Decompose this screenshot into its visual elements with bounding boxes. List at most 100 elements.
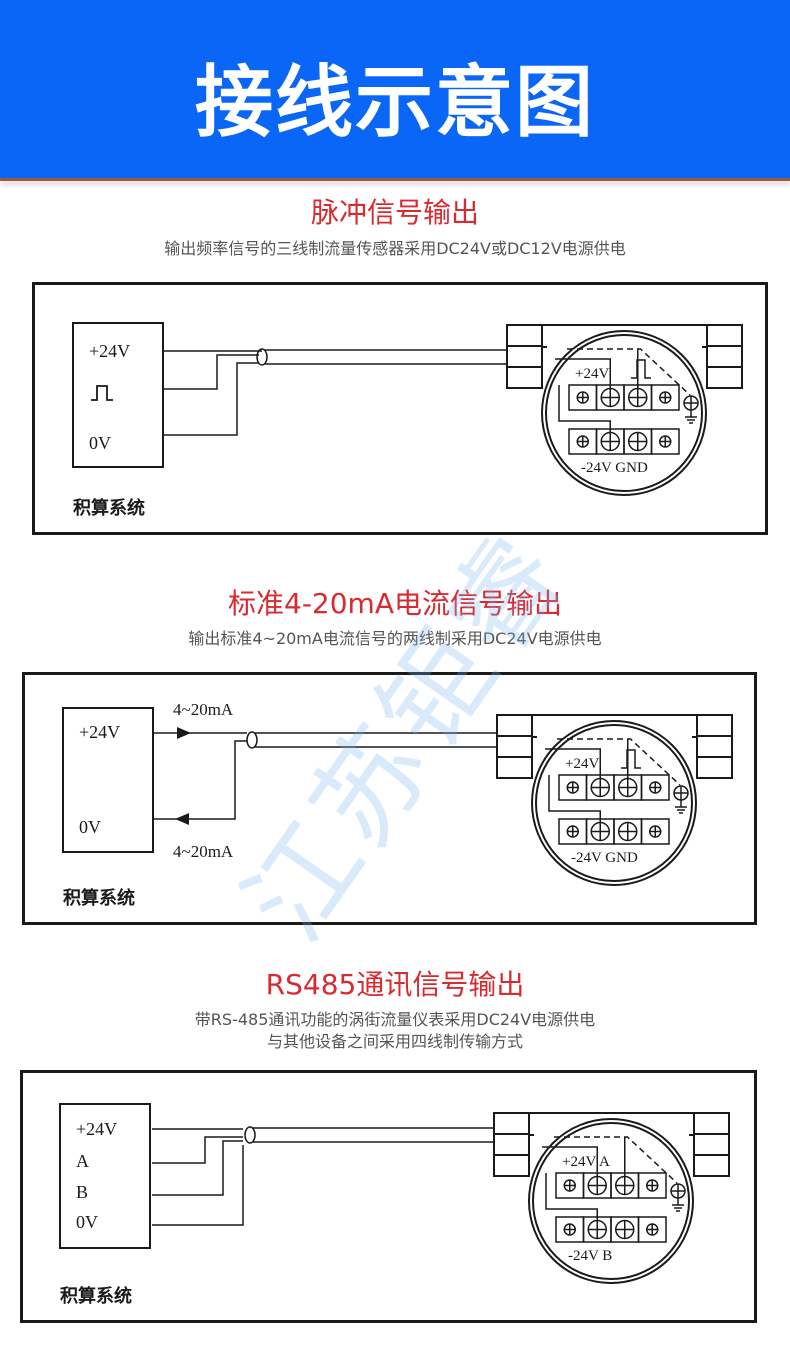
section-subtitle-pulse: 输出频率信号的三线制流量传感器采用DC24V或DC12V电源供电 [164,239,626,258]
internal-wire [545,748,601,787]
left-flange-icon [493,1112,530,1135]
ground-icon [674,786,688,814]
screw-cross [659,392,671,403]
system-name-label: 积算系统 [73,497,145,518]
right-flange-icon [696,735,733,758]
arrow-right-icon [177,727,191,739]
section-title-pulse: 脉冲信号输出 [310,196,479,229]
system-terminal-label: +24V [76,1119,117,1139]
internal-wire [558,385,611,441]
right-flange-icon [706,366,743,389]
system-terminal-label: 0V [89,433,111,453]
right-flange-icon [706,345,743,368]
flowmeter-sensor: +24V -24V GND [496,714,733,886]
right-flange-icon [706,324,743,347]
section-subtitle-rs485-line2: 与其他设备之间采用四线制传输方式 [266,1032,523,1051]
system-terminal-label: 0V [79,817,101,837]
screw-cross [577,436,589,447]
header-divider [0,178,790,181]
internal-wire [555,358,611,397]
left-flange-icon [496,714,533,737]
screw-cross [649,782,661,793]
signal-cable [255,732,497,748]
terminal-bottom [640,818,670,845]
section-subtitle-rs485-line1: 带RS-485通讯功能的涡街流量仪表采用DC24V电源供电 [194,1010,596,1029]
screw-cross [615,1220,634,1239]
ground-icon [671,1184,685,1212]
shield-dashed-wire [557,738,681,786]
junction-box-inner [535,724,693,882]
system-terminal-label: 0V [76,1212,98,1232]
section-title-rs485: RS485通讯信号输出 [265,968,525,1001]
section-title-current: 标准4-20mA电流信号输出 [228,587,562,620]
integrating-system-box [62,707,154,853]
sensor-bottom-label: -24V GND [571,850,638,866]
left-flange-icon [493,1154,530,1177]
ground-icon [684,396,698,424]
diagram-svg: +24V 0V 积算系统 +24V -24V GND [72,322,743,518]
wire-label-bottom: 4~20mA [173,842,234,861]
shield-dashed-wire [567,348,691,396]
sensor-top-label: +24V [575,366,609,382]
cable-shield-icon [244,1126,256,1144]
signal-cable [265,349,507,365]
flowmeter-sensor: +24V -24V GND [506,324,743,496]
junction-box-inner [545,334,703,492]
terminal-top [650,384,680,411]
integrating-system-box [72,322,164,468]
terminal-bottom [650,428,680,455]
screw-cross [567,782,579,793]
integrating-system-box [59,1103,151,1249]
section-subtitle-current: 输出标准4~20mA电流信号的两线制采用DC24V电源供电 [188,629,602,648]
terminal-bottom [637,1216,667,1243]
left-flange-icon [493,1133,530,1156]
right-flange-icon [693,1112,730,1135]
system-terminal-label: +24V [89,341,130,361]
screw-cross [649,826,661,837]
sensor-bottom-label: -24V GND [581,460,648,476]
junction-box-inner [532,1122,690,1280]
pulse-wiring-diagram: +24V 0V 积算系统 +24V -24V GND [32,282,768,535]
screw-cross [567,826,579,837]
wires [163,350,262,436]
internal-wire [548,775,601,831]
sensor-top-label: +24V [565,756,599,772]
sensor-bottom-label: -24V B [568,1248,612,1264]
right-flange-icon [696,714,733,737]
wire-label-top: 4~20mA [173,700,234,719]
right-flange-icon [693,1133,730,1156]
left-flange-icon [496,735,533,758]
flowmeter-sensor: +24V A -24V B [493,1112,730,1284]
signal-cable [253,1127,494,1143]
shield-dashed-wire [554,1136,678,1184]
internal-wire [542,1146,598,1185]
wires [153,732,247,820]
system-name-label: 积算系统 [60,1285,132,1306]
sensor-body [528,1112,695,1163]
arrow-left-icon [175,813,189,825]
screw-cross [659,436,671,447]
screw-cross [564,1180,576,1191]
screw-cross [646,1224,658,1235]
internal-wire [545,1173,598,1229]
screw-cross [618,822,637,841]
pulse-symbol-icon [621,749,641,769]
page-title: 接线示意图 [194,58,595,148]
header-banner: 接线示意图 [0,0,790,178]
left-flange-icon [506,324,543,347]
pulse-symbol-icon [631,359,651,379]
left-flange-icon [506,366,543,389]
screw-cross [564,1224,576,1235]
sensor-top-label: +24V A [562,1154,610,1170]
screw-cross [577,392,589,403]
screw-cross [646,1180,658,1191]
pulse-symbol-icon [91,385,113,401]
left-flange-icon [506,345,543,368]
sensor-body [541,324,708,375]
wires [152,1128,244,1226]
